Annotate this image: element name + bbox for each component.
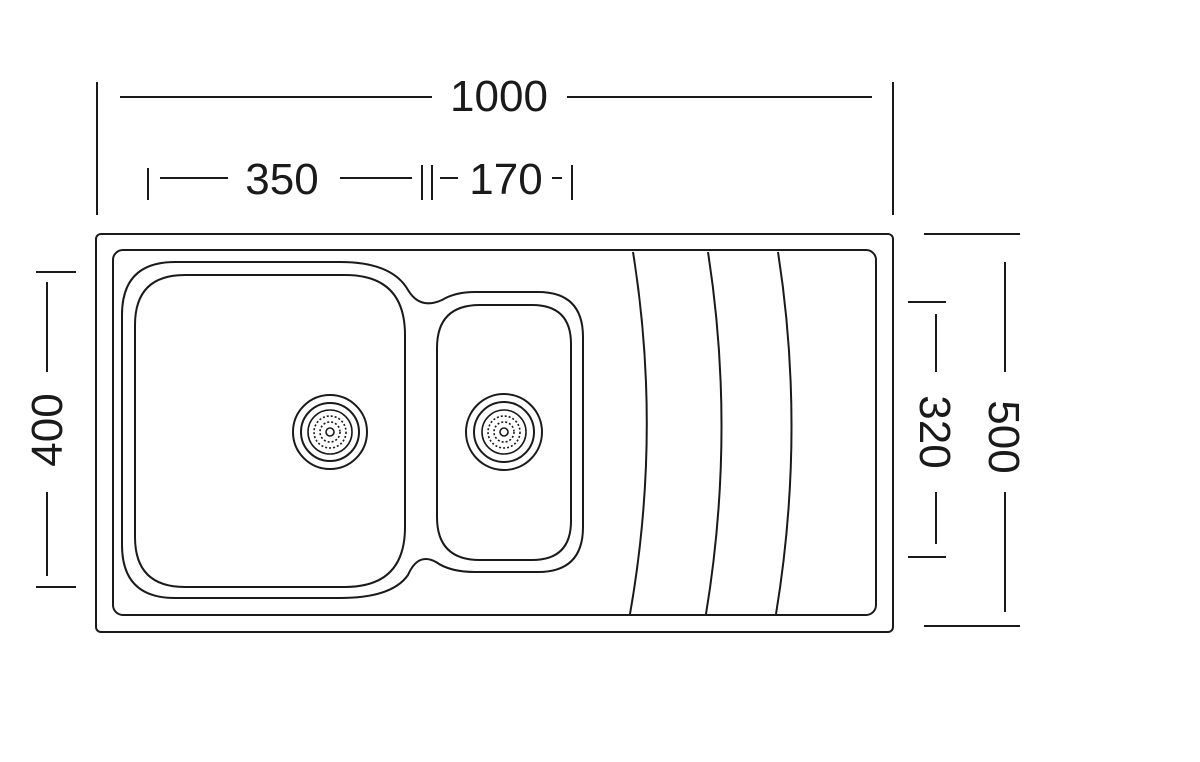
dimension-label-320: 320	[910, 395, 959, 468]
main-bowl	[134, 274, 406, 588]
dimension-bowl-depth: 400	[23, 271, 76, 588]
dimension-overall-depth: 500	[924, 233, 1028, 627]
dimension-bowl-widths: 350 170	[147, 155, 573, 204]
drain-icon-main	[292, 394, 368, 470]
dimension-overall-width: 1000	[96, 72, 894, 215]
dimension-label-170: 170	[469, 155, 542, 204]
bowls	[121, 261, 584, 599]
dimension-label-400: 400	[23, 393, 72, 466]
small-bowl	[436, 304, 572, 561]
drainboard-ribs	[629, 251, 793, 615]
dimension-label-1000: 1000	[450, 72, 548, 121]
sink-outline	[95, 233, 894, 633]
dimension-label-350: 350	[245, 155, 318, 204]
dimension-small-bowl-depth: 320	[908, 301, 959, 558]
drain-icon-small	[465, 393, 543, 471]
dimension-label-500: 500	[979, 400, 1028, 473]
